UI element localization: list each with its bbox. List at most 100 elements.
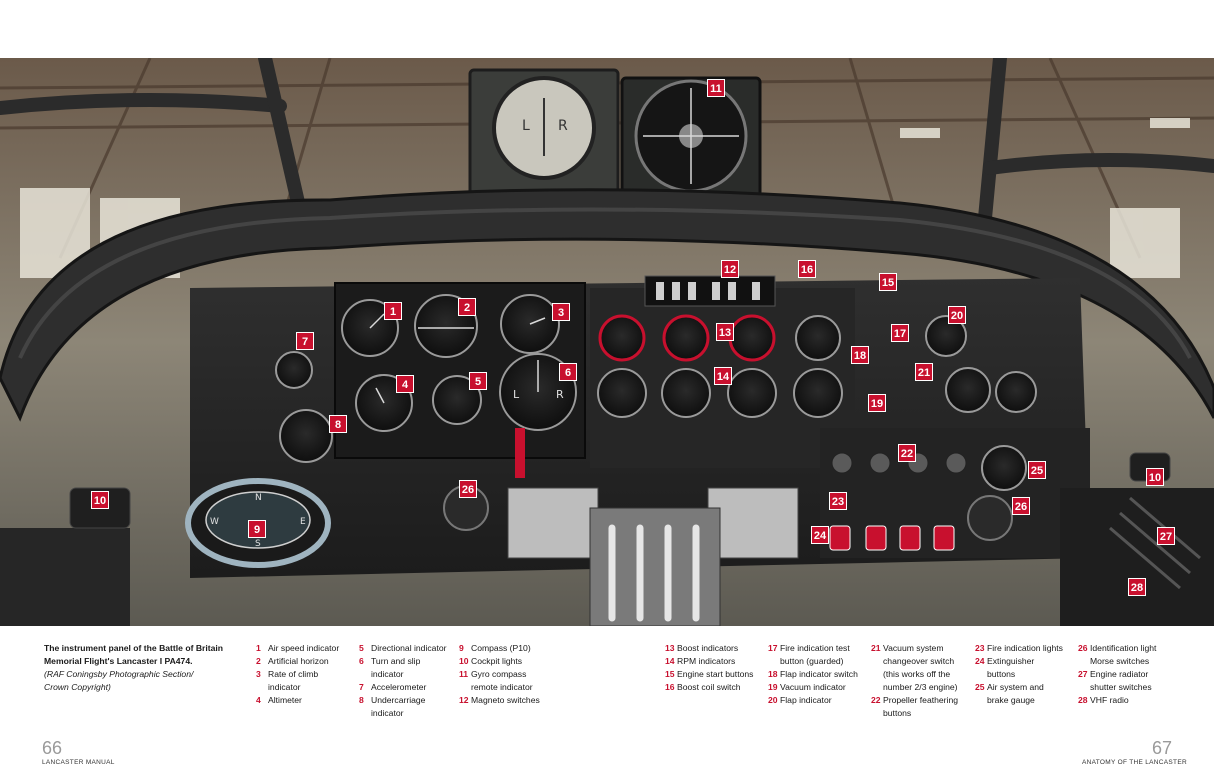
- legend-item-number: 3: [256, 669, 261, 679]
- legend-item-text: Flap indicator: [780, 695, 832, 705]
- legend-item-number: 12: [459, 695, 469, 705]
- legend-item-text: Vacuum indicator: [780, 682, 846, 692]
- legend-item-number: 28: [1078, 695, 1088, 705]
- legend-item-number: 21: [871, 643, 881, 653]
- svg-text:W: W: [210, 517, 219, 527]
- callout-marker-m27: 27: [1157, 527, 1175, 545]
- legend-item-text: Magneto switches: [471, 695, 540, 705]
- svg-text:L: L: [513, 388, 520, 401]
- legend-item-text: Boost coil switch: [677, 682, 741, 692]
- legend-item: 1 Air speed indicator: [256, 642, 342, 655]
- photo-caption: The instrument panel of the Battle of Br…: [44, 642, 234, 694]
- right-page-number: 67: [1152, 738, 1173, 758]
- legend-item-text: Artificial horizon: [268, 656, 329, 666]
- svg-text:R: R: [556, 388, 564, 401]
- callout-marker-m24: 24: [811, 526, 829, 544]
- legend-item-number: 22: [871, 695, 881, 705]
- legend-item-number: 18: [768, 669, 778, 679]
- legend-item-text: Propeller feathering buttons: [883, 695, 959, 718]
- svg-text:L: L: [522, 118, 530, 134]
- callout-marker-m26b: 26: [1012, 497, 1030, 515]
- legend-item-text: Air speed indicator: [268, 643, 340, 653]
- legend-column-1: 1 Air speed indicator 2 Artificial horizon 3…: [256, 642, 342, 707]
- callout-marker-m7: 7: [296, 332, 314, 350]
- callout-marker-m3: 3: [552, 303, 570, 321]
- callout-marker-m5: 5: [469, 372, 487, 390]
- caption-title-line-1: The instrument panel of the Battle of Br…: [44, 643, 224, 653]
- svg-text:N: N: [255, 493, 262, 503]
- legend-item-number: 4: [256, 695, 261, 705]
- legend-item-text: VHF radio: [1090, 695, 1129, 705]
- legend-item-number: 19: [768, 682, 778, 692]
- legend-item-number: 2: [256, 656, 261, 666]
- cockpit-photo: L R L R: [0, 58, 1214, 626]
- legend-item-number: 11: [459, 669, 469, 679]
- legend-item-text: Altimeter: [268, 695, 302, 705]
- svg-text:R: R: [558, 118, 568, 134]
- legend-item-number: 23: [975, 643, 985, 653]
- callout-marker-m18: 18: [851, 346, 869, 364]
- legend-item-number: 7: [359, 682, 364, 692]
- legend-item-number: 26: [1078, 643, 1088, 653]
- left-running-head: LANCASTER MANUAL: [42, 759, 115, 766]
- legend-item-number: 15: [665, 669, 675, 679]
- legend-item-number: 20: [768, 695, 778, 705]
- legend-item-text: Air system and brake gauge: [987, 682, 1044, 705]
- legend-item-text: Engine start buttons: [677, 669, 754, 679]
- callout-marker-m26a: 26: [459, 480, 477, 498]
- legend-item-number: 8: [359, 695, 364, 705]
- callout-marker-m4: 4: [396, 375, 414, 393]
- legend-item: 4 Altimeter: [256, 694, 342, 707]
- callout-marker-m1: 1: [384, 302, 402, 320]
- legend-item-number: 25: [975, 682, 985, 692]
- callout-marker-m21: 21: [915, 363, 933, 381]
- caption-credit-line-1: (RAF Coningsby Photographic Section/: [44, 669, 194, 679]
- legend-item-number: 14: [665, 656, 675, 666]
- legend-item: 2 Artificial horizon: [256, 655, 342, 668]
- callout-marker-m6: 6: [559, 363, 577, 381]
- callout-marker-m15: 15: [879, 273, 897, 291]
- legend-item-number: 10: [459, 656, 469, 666]
- callout-marker-m12: 12: [721, 260, 739, 278]
- legend-item-number: 17: [768, 643, 778, 653]
- callout-marker-m28: 28: [1128, 578, 1146, 596]
- caption-credit-line-2: Crown Copyright): [44, 682, 111, 692]
- callout-marker-m14: 14: [714, 367, 732, 385]
- legend-item-number: 6: [359, 656, 364, 666]
- callout-marker-m10b: 10: [1146, 468, 1164, 486]
- legend-item-number: 9: [459, 643, 464, 653]
- legend-item-text: Gyro compass remote indicator: [471, 669, 533, 692]
- legend-item-text: Fire indication lights: [987, 643, 1063, 653]
- callout-marker-m16: 16: [798, 260, 816, 278]
- svg-text:S: S: [255, 539, 261, 549]
- left-page-number: 66: [42, 738, 63, 758]
- right-running-head: ANATOMY OF THE LANCASTER: [1082, 759, 1187, 766]
- caption-title-line-2: Memorial Flight's Lancaster I PA474.: [44, 656, 193, 666]
- callout-marker-m25: 25: [1028, 461, 1046, 479]
- legend-item-number: 1: [256, 643, 261, 653]
